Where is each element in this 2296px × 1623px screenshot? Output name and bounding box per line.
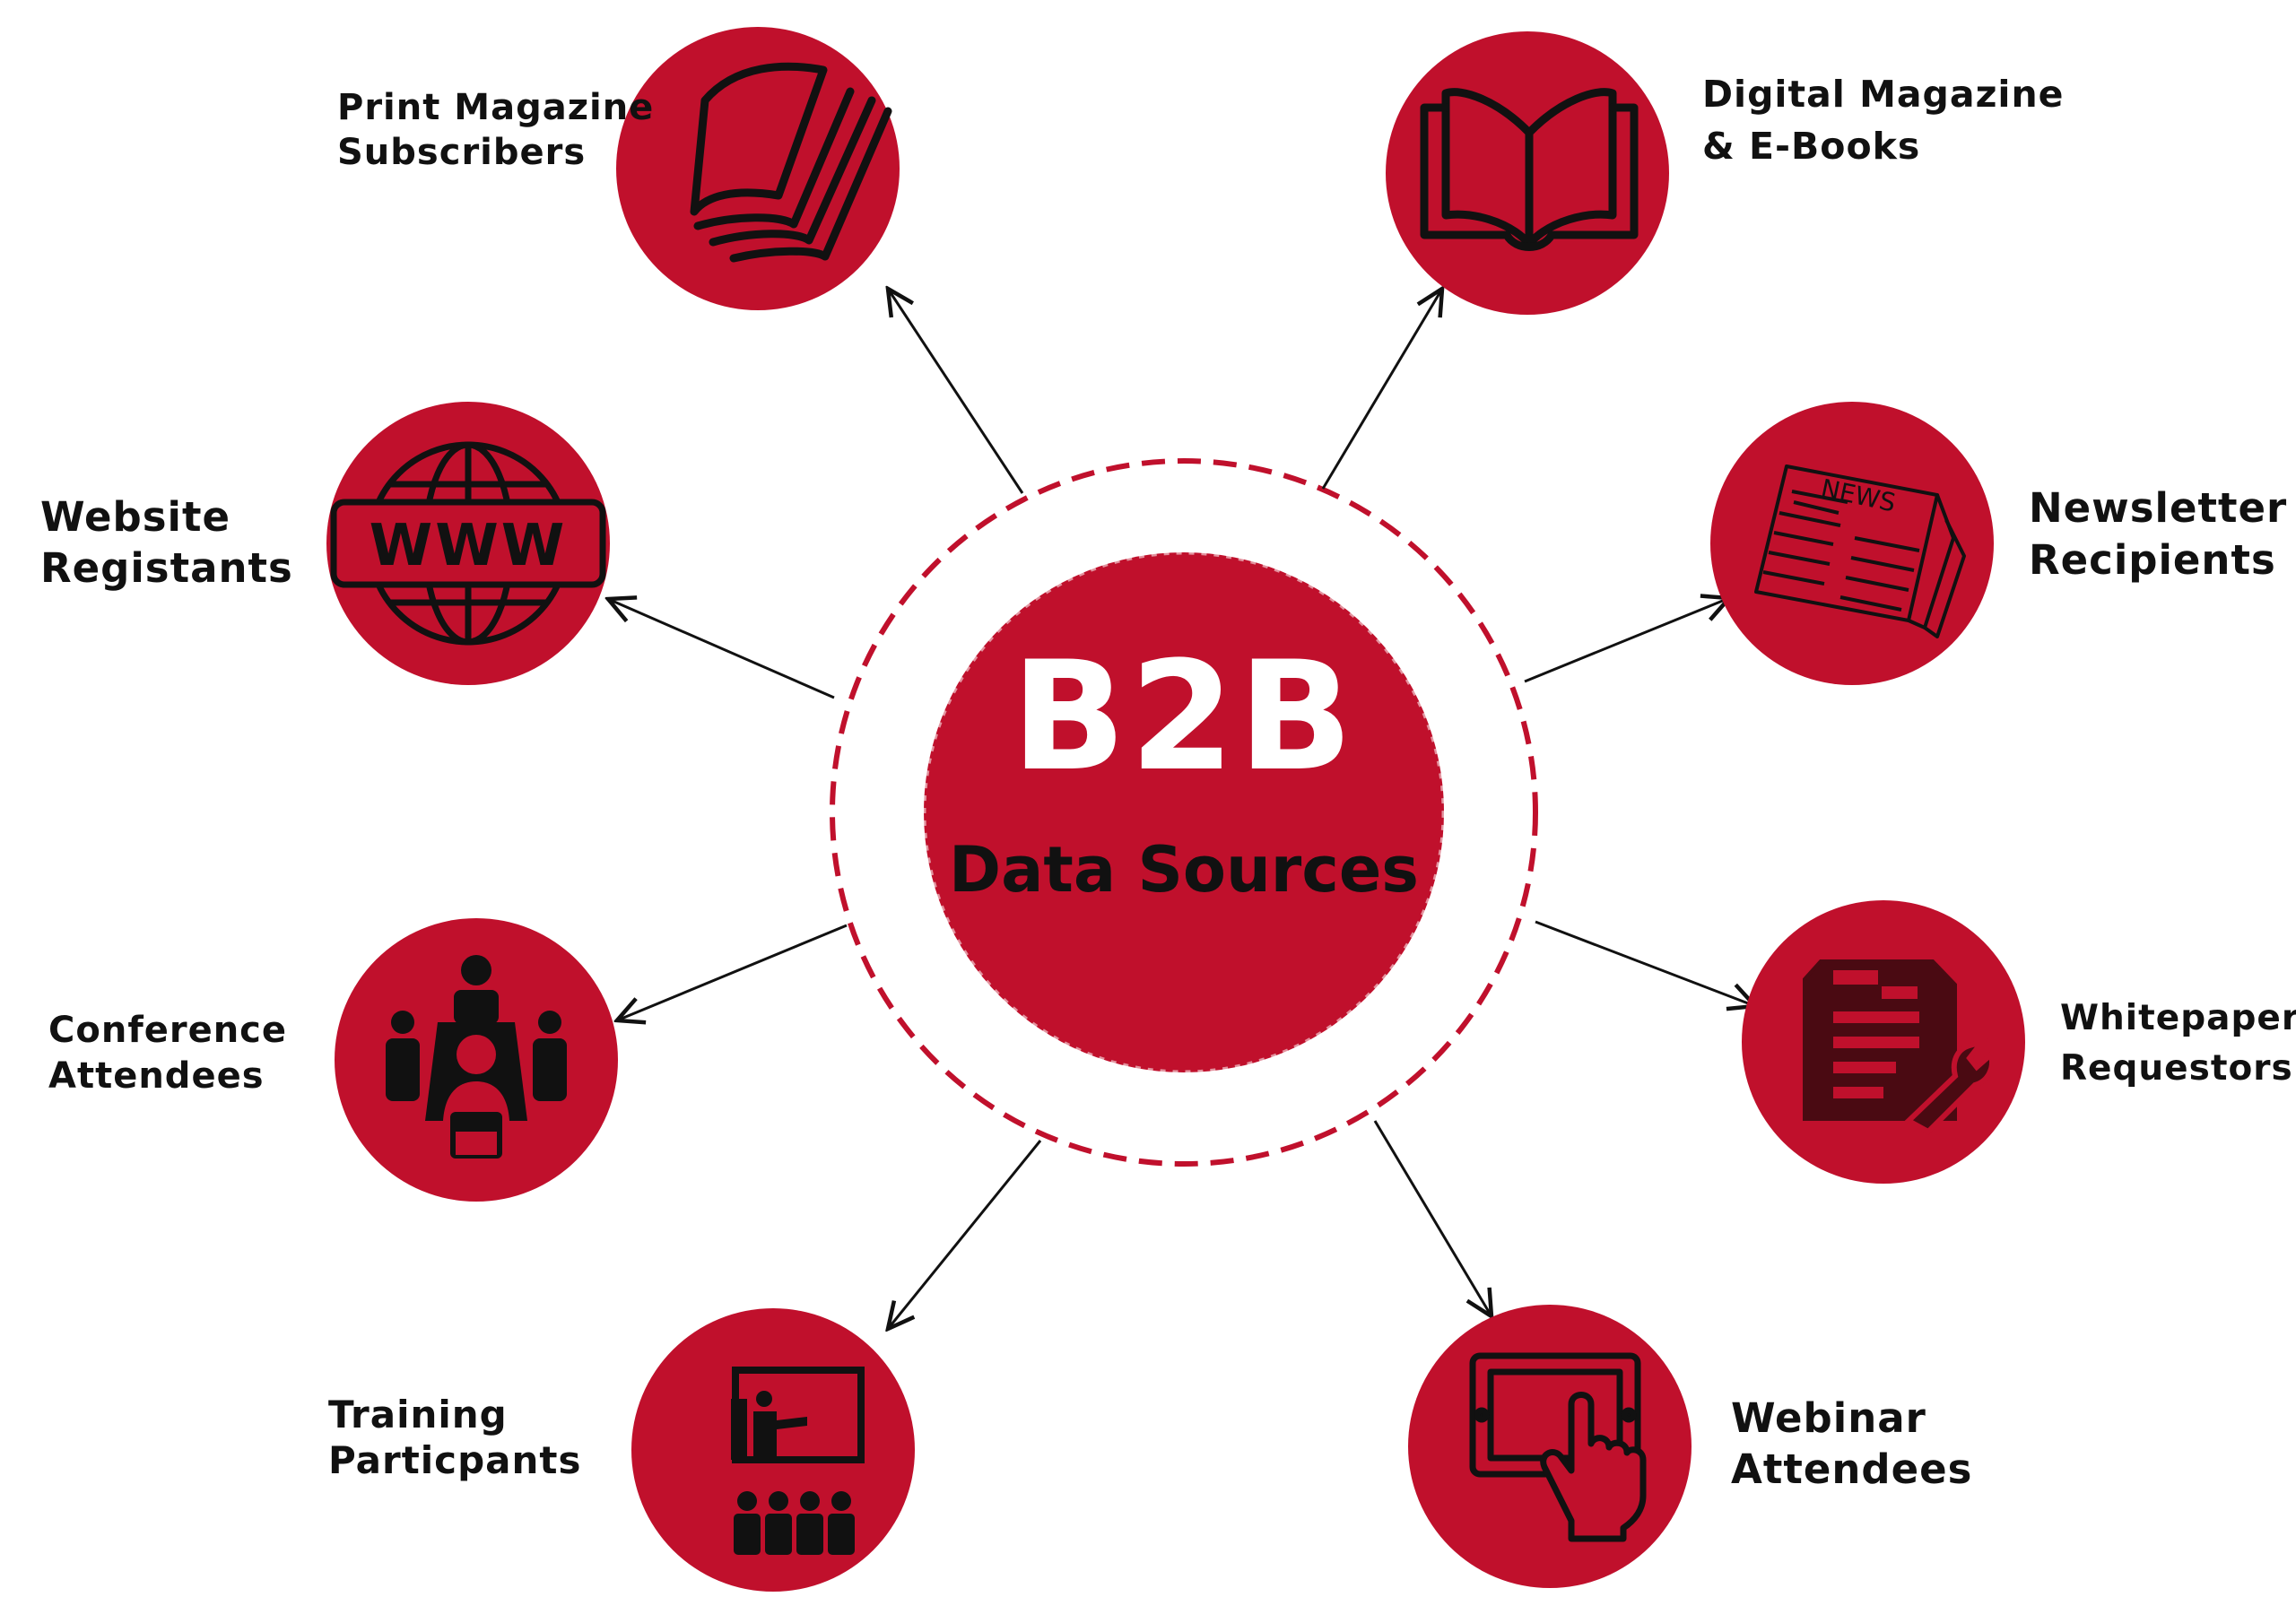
document-wrench-icon (1803, 959, 1995, 1135)
node-print-magazine (616, 27, 900, 310)
arrow-training (888, 1140, 1042, 1329)
node-website: WWW (326, 402, 610, 685)
label-line: Requestors (2060, 1048, 2293, 1089)
arrow-conference (617, 924, 848, 1020)
label-training: Training Particpants (328, 1392, 581, 1483)
center-title: B2B (1011, 629, 1357, 804)
label-line: Particpants (328, 1438, 582, 1482)
outer-dashed-ring (830, 458, 1538, 1167)
node-conference (335, 918, 618, 1202)
arrow-digital (1321, 289, 1442, 490)
connector-arrows (608, 289, 1755, 1329)
inner-dotted-ring (921, 550, 1447, 1075)
meeting-table-icon (386, 955, 567, 1159)
presentation-icon (731, 1367, 865, 1555)
label-print-magazine: Print Magazine Subscribers (337, 85, 654, 175)
tablet-touch-icon (1469, 1352, 1647, 1542)
node-whitepaper (1742, 900, 2025, 1184)
newspaper-icon (1754, 464, 1966, 638)
label-line: Attendees (48, 1055, 265, 1097)
label-newsletter: Newsletter Recipients (2029, 482, 2287, 586)
node-webinar (1408, 1305, 1692, 1588)
label-line: Webinar (1731, 1394, 1926, 1442)
center-hub (830, 458, 1538, 1167)
label-conference: Conference Attendees (48, 1008, 287, 1099)
label-digital-magazine: Digital Magazine & E-Books (1702, 68, 2064, 172)
node-training (631, 1308, 915, 1592)
arrow-whitepaper (1535, 920, 1755, 1006)
label-line: Whitepaper (2060, 998, 2296, 1038)
label-line: Newsletter (2029, 484, 2288, 532)
label-line: Subscribers (337, 132, 587, 173)
arrow-website (608, 599, 835, 699)
label-webinar: Webinar Attendees (1731, 1393, 1972, 1495)
label-line: Digital Magazine (1702, 73, 2065, 116)
arrow-webinar (1373, 1120, 1492, 1316)
label-line: & E-Books (1702, 125, 1921, 168)
label-line: Recipients (2029, 536, 2276, 584)
www-globe-icon (330, 441, 606, 646)
label-line: Print Magazine (337, 87, 655, 128)
arrow-print (888, 289, 1024, 494)
center-subtitle: Data Sources (949, 833, 1419, 907)
node-newsletter: NEWS (1710, 402, 1994, 685)
label-line: Conference (48, 1010, 288, 1051)
label-line: Website (40, 493, 231, 541)
arrow-newsletter (1524, 598, 1729, 683)
label-line: Registants (40, 544, 293, 592)
label-website: Website Registants (40, 491, 293, 594)
node-circle (1710, 402, 1994, 685)
www-label: WWW (370, 513, 568, 579)
open-book-icon (1420, 88, 1639, 251)
label-line: Attendees (1731, 1445, 1973, 1493)
center-circle (924, 552, 1444, 1072)
node-circle (1408, 1305, 1692, 1588)
node-digital-magazine (1386, 31, 1669, 315)
label-whitepaper: Whitepaper Requestors (2060, 994, 2296, 1094)
label-line: Training (328, 1393, 508, 1436)
magazine-icon (690, 62, 892, 263)
